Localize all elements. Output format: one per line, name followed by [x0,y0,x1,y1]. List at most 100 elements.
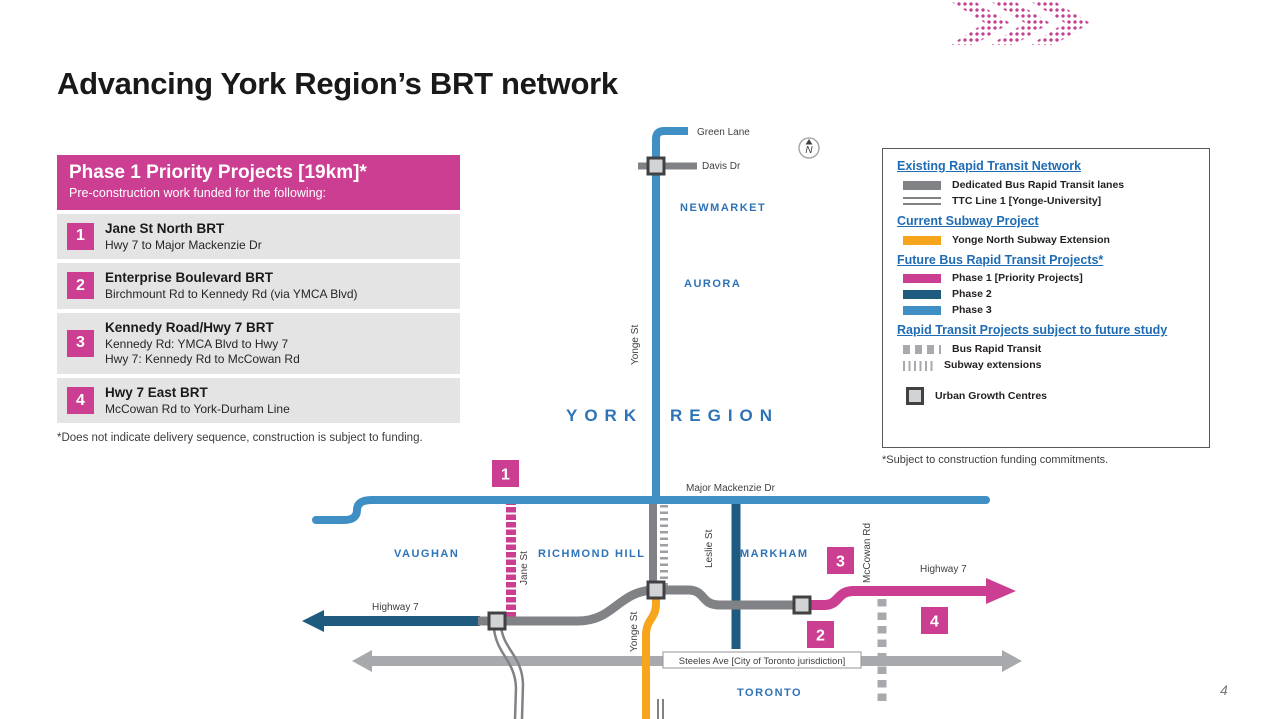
legend-label: Phase 3 [952,304,992,317]
label-york: YORK [566,406,643,425]
map-badge-1 [492,460,519,487]
label-highway7-west: Highway 7 [372,602,419,613]
label-green-lane: Green Lane [697,127,750,138]
north-compass-icon [798,137,820,159]
map-badge-3 [827,547,854,574]
phase-item-1-title: Jane St North BRT [105,220,225,236]
phase-item-2-line: Birchmount Rd to Kennedy Rd (via YMCA Bl… [105,287,358,302]
page-title: Advancing York Region’s BRT network [57,66,618,101]
legend-item-phase3: Phase 3 [903,305,1197,316]
phase-item-2-number: 2 [67,272,94,300]
yonge-phase3-line [652,127,688,500]
legend-panel: Existing Rapid Transit Network Dedicated… [882,148,1210,448]
label-davis-dr: Davis Dr [702,161,741,172]
compass-n-label: N [805,145,813,156]
swatch-subway-extension-icon [903,235,941,245]
phase-item-3-line2: Hwy 7: Kennedy Rd to McCowan Rd [105,352,300,367]
map-badge-4 [921,607,948,634]
label-newmarket: NEWMARKET [680,202,766,214]
swatch-phase1-icon [903,274,941,284]
legend-heading-existing: Existing Rapid Transit Network [897,159,1082,173]
swatch-phase2-icon [903,290,941,300]
label-aurora: AURORA [684,278,741,290]
ttc-line1-university-a [492,628,518,719]
swatch-phase3-icon [903,306,941,316]
label-richmond-hill: RICHMOND HILL [538,548,646,560]
legend-heading-future-brt: Future Bus Rapid Transit Projects* [897,252,1104,267]
phase1-panel-title: Phase 1 Priority Projects [19km]* [69,162,367,183]
legend-label: Bus Rapid Transit [952,343,1042,356]
phase1-panel-subtitle: Pre-construction work funded for the fol… [69,185,327,200]
major-mackenzie-phase3-line [312,496,990,524]
phase-item-4-line: McCowan Rd to York-Durham Line [105,401,290,416]
phase-item-4-number: 4 [67,387,94,414]
steeles-east-arrow-icon [1002,650,1022,672]
phase-item-2-text: Enterprise Boulevard BRT Birchmount Rd t… [105,270,358,302]
legend-heading-future-study: Rapid Transit Projects subject to future… [897,323,1168,338]
hwy7-existing-east-line [656,585,798,610]
phase-item-2-title: Enterprise Boulevard BRT [105,270,274,286]
phase-item-3-number: 3 [67,329,94,357]
legend-item-ugc: Urban Growth Centres [903,387,1197,406]
hwy7-east-phase1-line [800,586,988,610]
steeles-label-box [662,651,862,669]
phase-item-3-title: Kennedy Road/Hwy 7 BRT [105,319,274,335]
swatch-subway-study-icon [903,360,933,371]
label-markham: MARKHAM [740,548,809,560]
map-badge-2 [807,621,834,648]
legend-item-phase1: Phase 1 [Priority Projects] [903,273,1197,284]
yonge-subway-extension-line [642,588,660,719]
phase-item-3: 3 Kennedy Road/Hwy 7 BRT Kennedy Rd: YMC… [57,312,460,374]
map-badge-2-label: 2 [816,628,825,645]
phase-item-1-text: Jane St North BRT Hwy 7 to Major Mackenz… [105,221,262,253]
ugc-richmond-hill-icon [646,580,666,600]
legend-item-subway-study: Subway extensions [903,360,1197,371]
label-leslie-st: Leslie St [704,529,715,568]
swatch-dedicated-brt-icon [903,180,941,190]
legend-item-phase2: Phase 2 [903,289,1197,300]
ttc-line1-university-b [499,626,525,719]
hwy7-east-arrow-icon [986,578,1016,604]
map-badge-1-label: 1 [501,467,510,484]
phase1-panel-header: Phase 1 Priority Projects [19km]* Pre-co… [57,155,460,210]
steeles-west-arrow-icon [352,650,372,672]
legend-item-brt-study: Bus Rapid Transit [903,344,1197,355]
phase-item-2: 2 Enterprise Boulevard BRT Birchmount Rd… [57,263,460,309]
legend-item-ttc-line1: TTC Line 1 [Yonge-University] [903,194,1197,207]
swatch-brt-study-icon [903,345,941,355]
legend-label: Urban Growth Centres [935,389,1048,402]
label-mccowan-rd: McCowan Rd [862,523,873,583]
map-badge-4-label: 4 [930,614,939,631]
steeles-label: Steeles Ave [City of Toronto jurisdictio… [679,656,846,667]
phase-item-1-number: 1 [67,222,94,250]
page-number: 4 [1220,682,1228,698]
label-region: REGION [670,406,779,425]
york-region-logo-icon [950,0,1090,46]
phase-item-1-line: Hwy 7 to Major Mackenzie Dr [105,237,262,252]
hwy7-existing-west-line [478,585,657,626]
label-yonge-st-north: Yonge St [630,325,641,365]
legend-heading-subway: Current Subway Project [897,213,1039,228]
map-badge-3-label: 3 [836,554,845,571]
legend-label: Subway extensions [944,359,1042,372]
label-vaughan: VAUGHAN [394,548,459,560]
phase-item-4-title: Hwy 7 East BRT [105,384,208,400]
label-highway7-east: Highway 7 [920,564,967,575]
north-arrow-icon [805,139,813,145]
ugc-markham-icon [792,595,812,615]
label-major-mackenzie: Major Mackenzie Dr [686,483,776,494]
legend-item-dedicated-brt: Dedicated Bus Rapid Transit lanes [903,179,1197,191]
phase-item-4: 4 Hwy 7 East BRT McCowan Rd to York-Durh… [57,377,460,424]
phase-item-1: 1 Jane St North BRT Hwy 7 to Major Macke… [57,213,460,260]
phase-item-3-text: Kennedy Road/Hwy 7 BRT Kennedy Rd: YMCA … [105,320,300,367]
legend-label: TTC Line 1 [Yonge-University] [952,194,1102,207]
phase-item-3-line1: Kennedy Rd: YMCA Blvd to Hwy 7 [105,336,289,351]
legend-label: Phase 2 [952,288,992,301]
swatch-ttc-line1-icon [903,197,941,206]
phase-panel-footnote: *Does not indicate delivery sequence, co… [57,432,423,445]
label-toronto: TORONTO [737,687,802,699]
hwy7-west-arrow-icon [302,610,324,632]
legend-label: Yonge North Subway Extension [952,233,1110,246]
ugc-newmarket-icon [646,156,666,176]
